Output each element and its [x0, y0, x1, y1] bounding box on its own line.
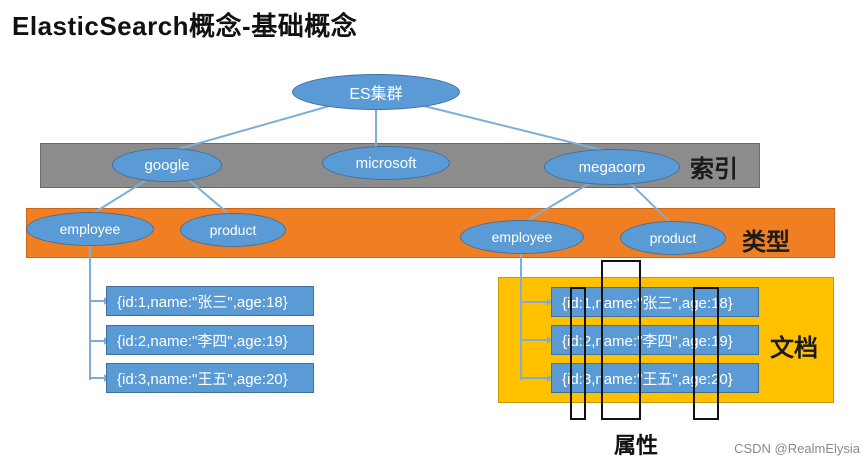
index-label: 索引 [690, 156, 738, 183]
es-cluster-node: ES集群 [292, 74, 460, 110]
attribute-box-name [601, 260, 641, 420]
type-google-product-node: product [180, 213, 286, 247]
left-document-2: {id:2,name:"李四",age:19} [106, 325, 314, 355]
line-google-product [189, 180, 231, 216]
arrow-right-3 [547, 374, 552, 382]
line-megacorp-product [629, 182, 673, 225]
arrow-right-2 [547, 336, 552, 344]
index-google-node: google [112, 148, 222, 182]
attribute-box-id [570, 287, 586, 420]
line-google-employee [91, 180, 146, 215]
type-label: 类型 [742, 229, 790, 256]
left-document-1: {id:1,name:"张三",age:18} [106, 286, 314, 316]
document-label: 文档 [770, 335, 818, 362]
attribute-box-age [693, 287, 719, 420]
type-megacorp-employee-node: employee [460, 220, 584, 254]
line-cluster-google [167, 102, 341, 153]
index-microsoft-node: microsoft [322, 146, 450, 180]
type-google-employee-node: employee [26, 212, 154, 246]
arrow-right-1 [547, 298, 552, 306]
line-megacorp-employee [524, 182, 591, 223]
watermark: CSDN @RealmElysia [734, 441, 860, 456]
line-cluster-megacorp [411, 102, 611, 153]
attribute-label: 属性 [614, 433, 659, 458]
left-document-3: {id:3,name:"王五",age:20} [106, 363, 314, 393]
page-title: ElasticSearch概念-基础概念 [12, 11, 358, 41]
index-megacorp-node: megacorp [544, 149, 680, 185]
type-megacorp-product-node: product [620, 221, 726, 255]
right-document-2: {id:2,name:"李四",age:19} [551, 325, 759, 355]
